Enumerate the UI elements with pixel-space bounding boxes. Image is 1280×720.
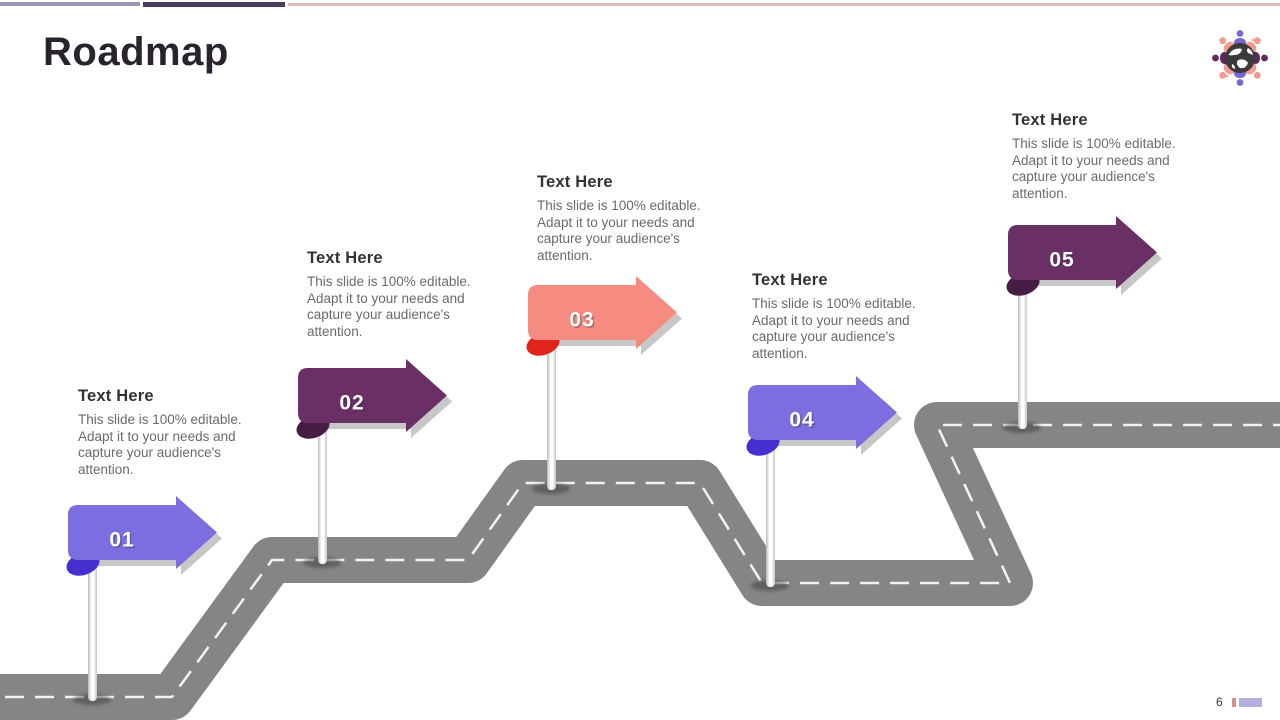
milestone-text-block-05: Text Here This slide is 100% editable. A… <box>1012 111 1178 202</box>
sign-arrow <box>528 276 677 349</box>
milestone-text-block-03: Text Here This slide is 100% editable. A… <box>537 173 703 264</box>
milestone-sign-01: 01 01 <box>66 496 222 576</box>
slide-title: Roadmap <box>43 30 229 74</box>
milestone-title: Text Here <box>78 387 154 405</box>
milestone-text-block-04: Text Here This slide is 100% editable. A… <box>752 271 918 362</box>
sign-number: 01 <box>109 529 134 552</box>
milestone-sign-04: 04 04 <box>746 376 902 456</box>
milestone-title: Text Here <box>307 249 383 267</box>
footer-accent-bar-lavender <box>1239 698 1262 707</box>
road-centerline <box>0 423 1280 699</box>
top-accent-bar-3 <box>288 3 1280 6</box>
milestone-title: Text Here <box>537 173 613 191</box>
page-number: 6 <box>1216 695 1223 709</box>
sign-arrow <box>298 359 447 432</box>
sign-number: 04 <box>789 409 814 432</box>
milestone-description: This slide is 100% editable. Adapt it to… <box>537 198 701 263</box>
milestone-description: This slide is 100% editable. Adapt it to… <box>307 274 471 339</box>
sign-arrow <box>748 376 897 449</box>
sign-number-shadow: 01 <box>111 530 136 553</box>
sign-number-shadow: 02 <box>341 393 366 416</box>
sign-post <box>1017 245 1027 429</box>
milestone-text-block-02: Text Here This slide is 100% editable. A… <box>307 249 473 340</box>
footer-accent-bar-pink <box>1232 698 1236 707</box>
milestone-description: This slide is 100% editable. Adapt it to… <box>1012 136 1176 201</box>
sign-number-shadow: 03 <box>571 310 596 333</box>
sign-number: 02 <box>339 392 364 415</box>
sign-number-shadow: 04 <box>791 410 816 433</box>
sign-post <box>765 405 775 587</box>
milestone-title: Text Here <box>1012 111 1088 129</box>
top-accent-bar-1 <box>0 2 140 6</box>
milestone-description: This slide is 100% editable. Adapt it to… <box>78 412 242 477</box>
sign-number: 03 <box>569 309 594 332</box>
milestone-title: Text Here <box>752 271 828 289</box>
sign-post <box>87 525 97 701</box>
milestone-sign-02: 02 02 <box>296 359 452 439</box>
milestone-text-block-01: Text Here This slide is 100% editable. A… <box>78 387 244 478</box>
sign-number-shadow: 05 <box>1051 250 1076 273</box>
globe-people-logo-icon <box>1212 30 1268 86</box>
sign-arrow <box>1008 216 1157 289</box>
sign-post <box>317 390 327 564</box>
sign-number: 05 <box>1049 249 1074 272</box>
globe-icon <box>1225 43 1255 73</box>
top-accent-bar-2 <box>143 2 285 7</box>
milestone-sign-05: 05 05 <box>1006 216 1162 296</box>
sign-post <box>546 305 556 490</box>
milestone-sign-03: 03 03 <box>526 276 682 356</box>
milestone-description: This slide is 100% editable. Adapt it to… <box>752 296 916 361</box>
sign-arrow <box>68 496 217 569</box>
